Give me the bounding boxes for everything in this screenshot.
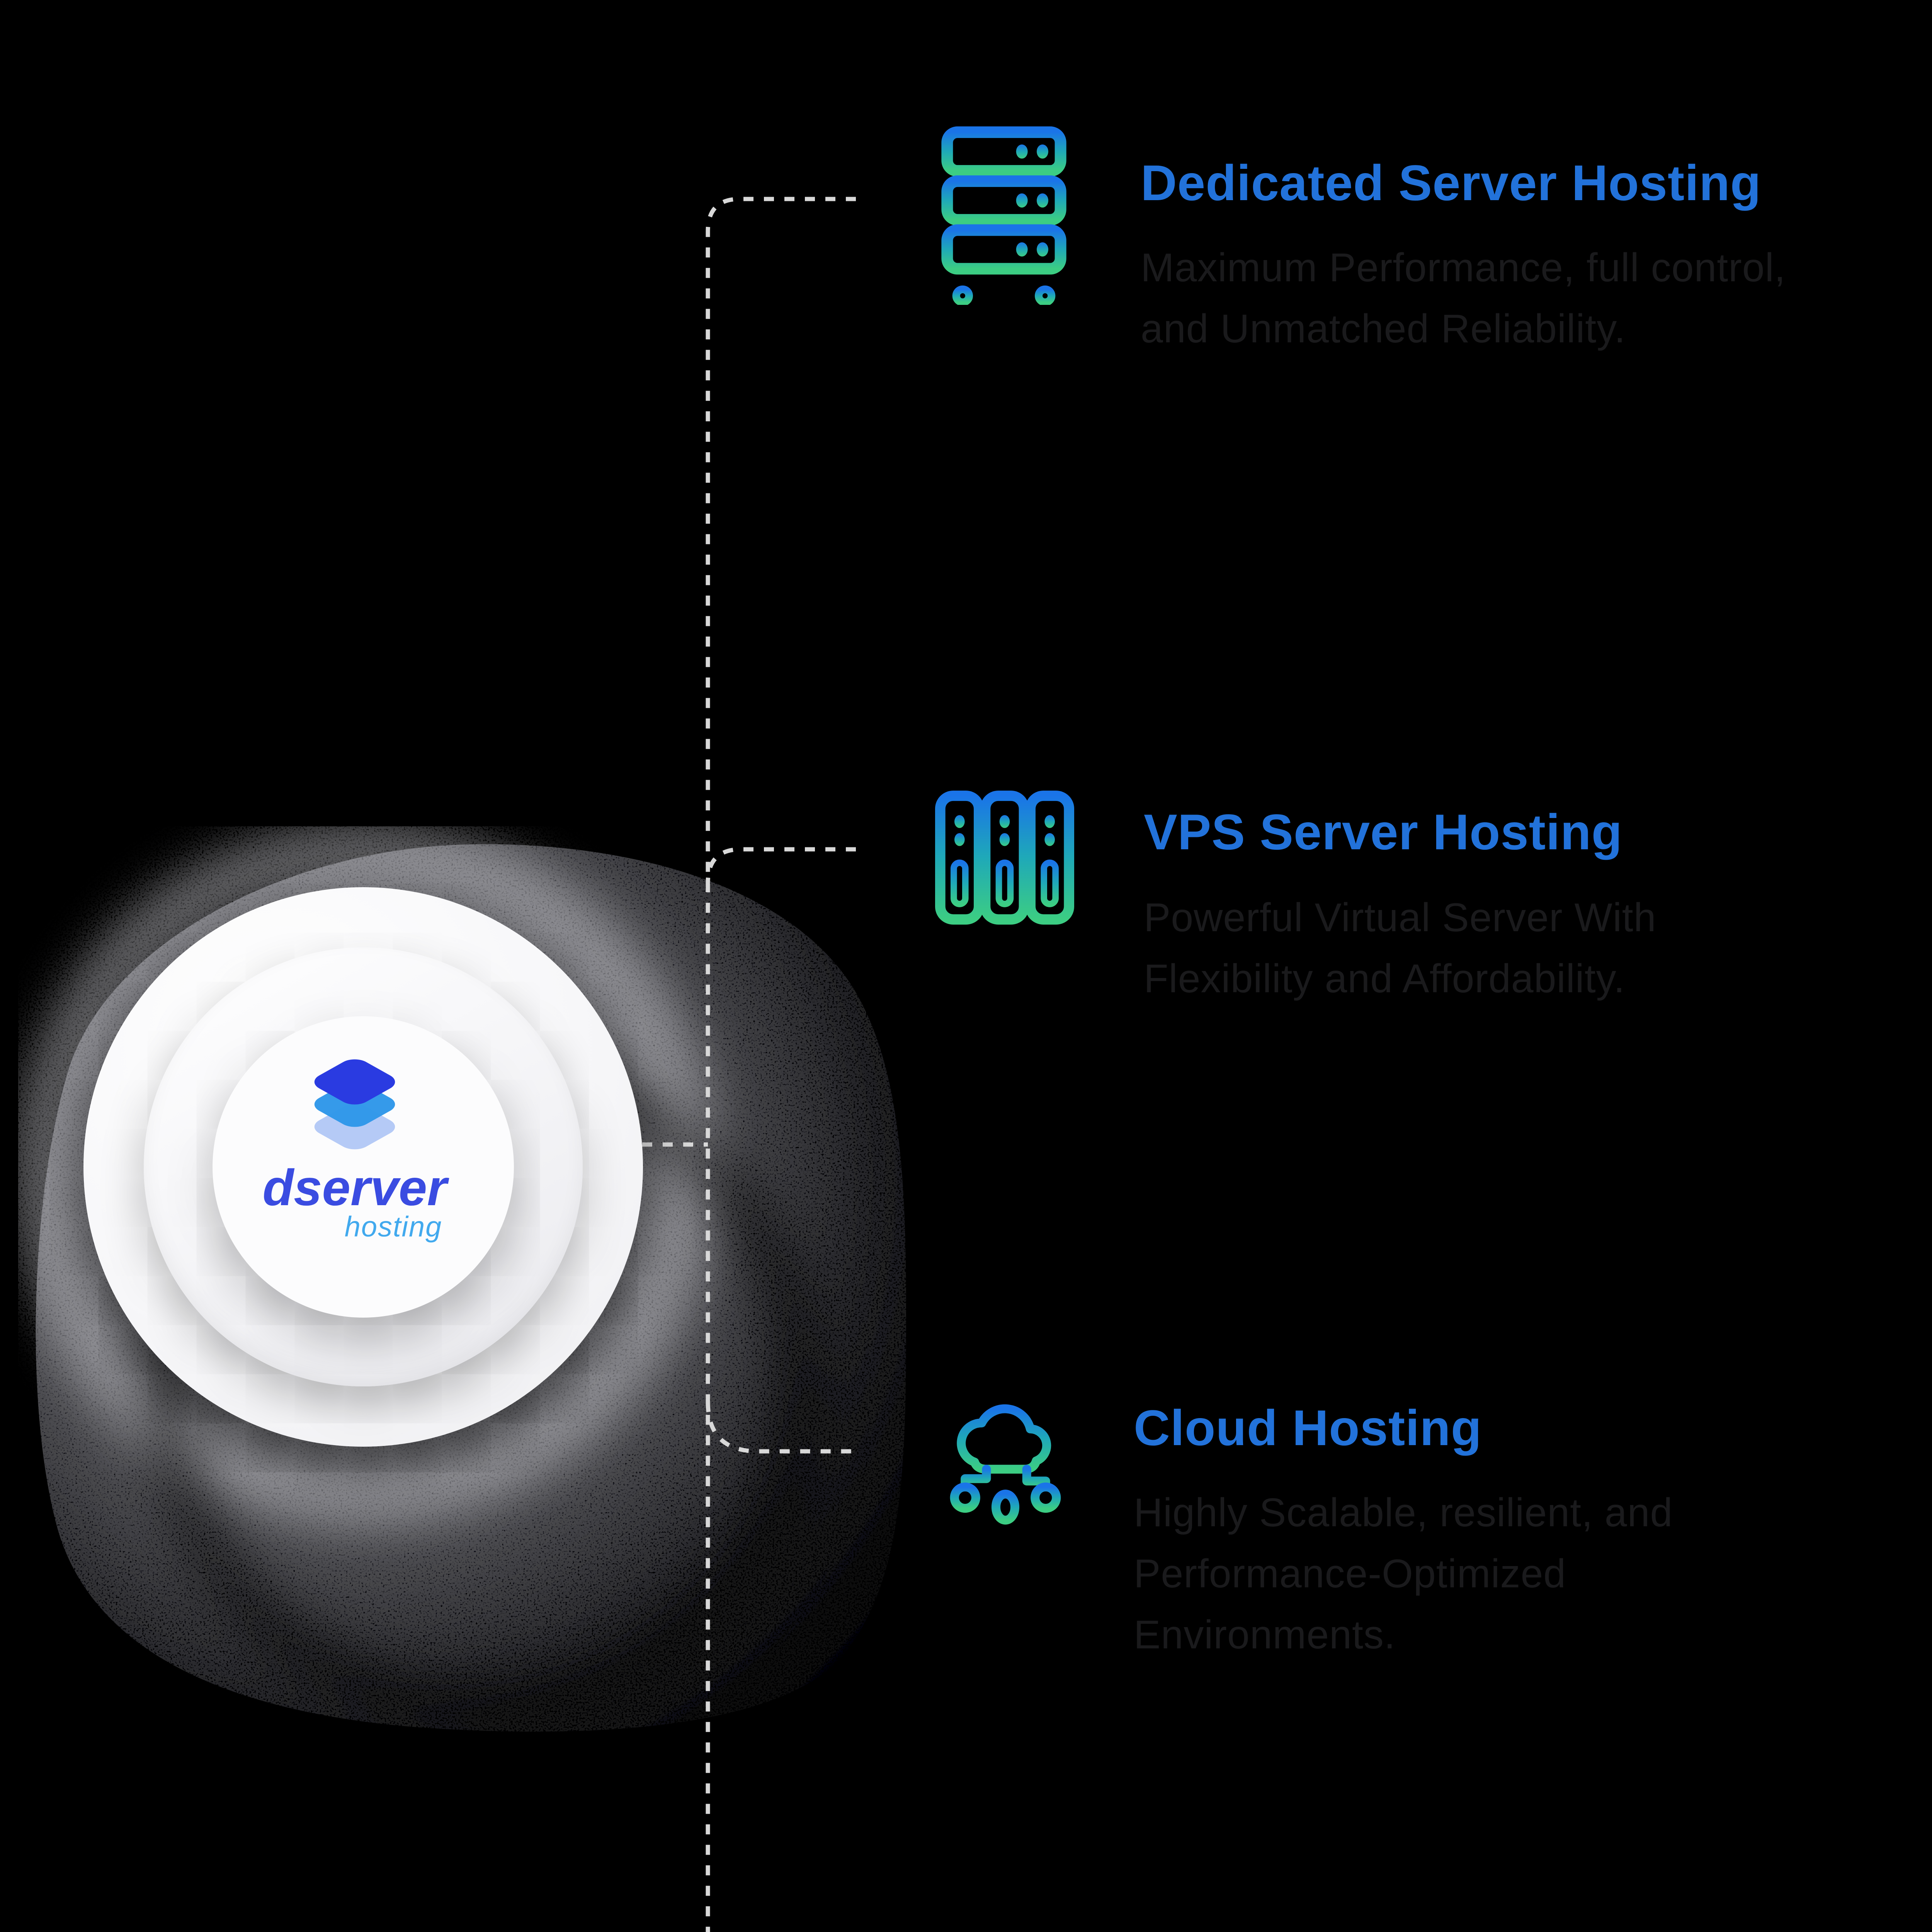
dedicated-server-icon xyxy=(927,126,1081,305)
section-description-vps: Powerful Virtual Server With Flexibility… xyxy=(1144,895,1656,1001)
section-title-vps: VPS Server Hosting xyxy=(1144,804,1622,860)
section-title-dedicated: Dedicated Server Hosting xyxy=(1141,155,1762,211)
section-title-cloud: Cloud Hosting xyxy=(1134,1400,1482,1456)
section-description-dedicated: Maximum Performance, full control, and U… xyxy=(1141,245,1786,351)
brand-text: dserver xyxy=(262,1159,447,1216)
vps-server-icon xyxy=(935,791,1074,961)
brand-tagline: hosting xyxy=(344,1211,442,1243)
dashed-connector-lines xyxy=(642,197,856,1932)
section-description-cloud: Highly Scalable, resilient, and Performa… xyxy=(1134,1490,1673,1657)
cloud-hosting-icon xyxy=(950,1404,1061,1525)
